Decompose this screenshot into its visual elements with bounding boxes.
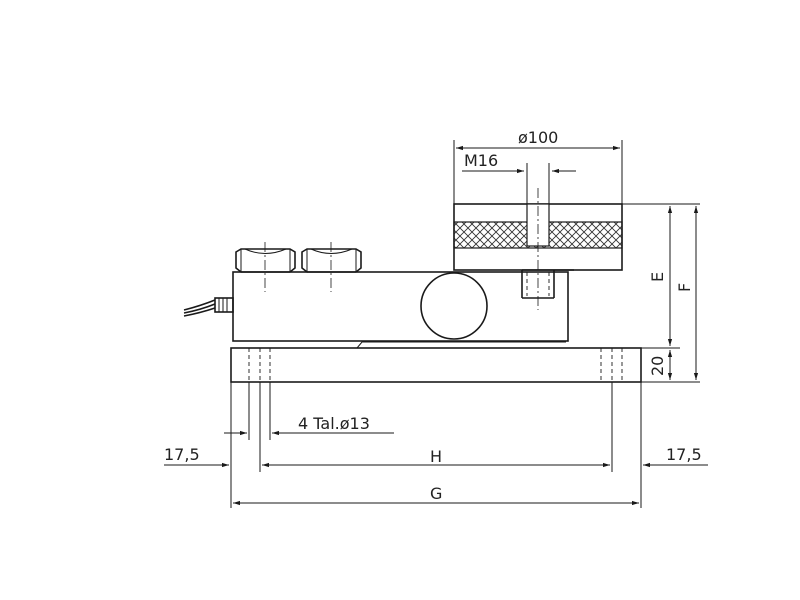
base-thickness-label: 20 — [648, 356, 667, 376]
total-g-label: G — [430, 484, 442, 503]
dim-holes: 4 Tal.ø13 — [224, 382, 394, 440]
load-cell-body — [232, 271, 569, 349]
holes-label: 4 Tal.ø13 — [298, 414, 370, 433]
dim-total: G — [233, 484, 639, 506]
strain-gauge-hole — [420, 272, 488, 340]
edge-right-label: 17,5 — [666, 445, 702, 464]
diameter-label: ø100 — [518, 128, 558, 147]
dim-span: 17,5 H 17,5 — [164, 382, 708, 508]
base-plate — [230, 347, 642, 383]
hex-nut-right — [301, 242, 362, 292]
thread-label: M16 — [464, 151, 498, 170]
hex-nut-left — [235, 242, 296, 292]
cable — [183, 297, 234, 317]
load-plate — [453, 188, 623, 310]
dim-thread: M16 — [462, 151, 576, 204]
span-h-label: H — [430, 447, 442, 466]
dim-diameter: ø100 — [453, 128, 623, 204]
height-e-label: E — [648, 272, 667, 282]
dim-vertical: E F 20 — [622, 203, 700, 383]
threaded-stud — [521, 270, 555, 299]
edge-left-label: 17,5 — [164, 445, 200, 464]
height-f-label: F — [675, 283, 694, 292]
